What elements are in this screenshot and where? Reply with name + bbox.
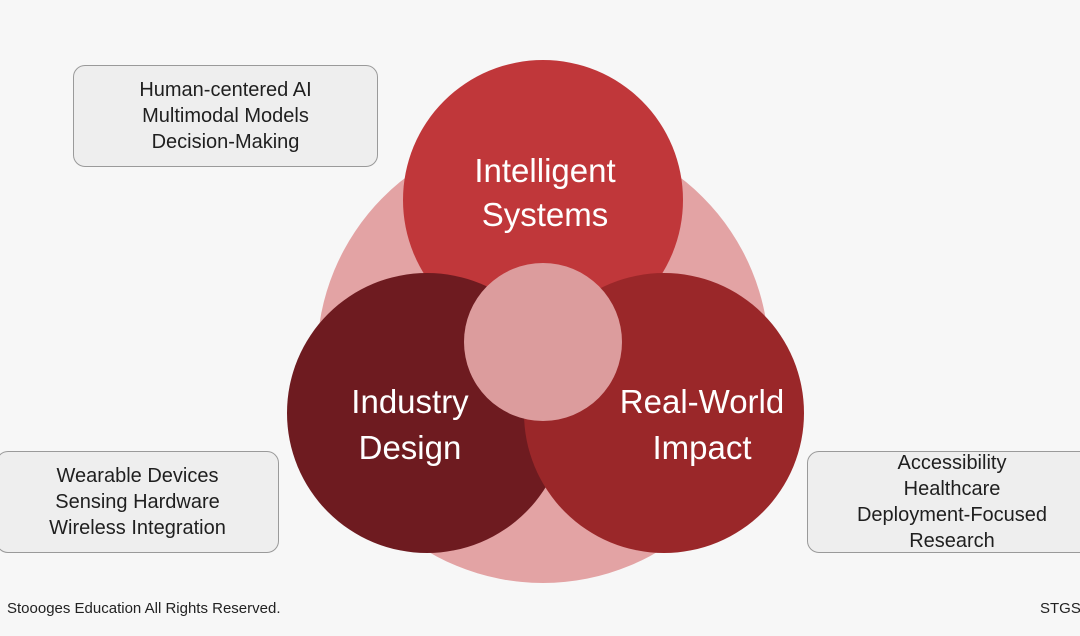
callout-item: Healthcare xyxy=(903,478,1001,500)
footer-copyright: Stoooges Education All Rights Reserved. xyxy=(7,600,281,617)
center-circle xyxy=(464,263,622,421)
label-intelligent-line1: Intelligent xyxy=(474,152,615,189)
callout-item: Deployment-Focused xyxy=(856,504,1048,526)
callout-intelligent-systems: Human-centered AI Multimodal Models Deci… xyxy=(73,65,378,167)
label-industry-line2: Design xyxy=(359,429,462,466)
footer-logo-text: STGS xyxy=(1040,600,1080,617)
callout-item: Wearable Devices xyxy=(56,465,219,487)
callout-industry-design: Wearable Devices Sensing Hardware Wirele… xyxy=(0,451,279,553)
label-realworld-line1: Real-World xyxy=(620,383,784,420)
callout-item: Multimodal Models xyxy=(142,105,309,127)
label-intelligent-line2: Systems xyxy=(482,196,609,233)
callout-item: Wireless Integration xyxy=(49,517,226,539)
callout-item: Research xyxy=(909,530,995,552)
callout-item: Sensing Hardware xyxy=(55,491,220,513)
callout-real-world-impact: Accessibility Healthcare Deployment-Focu… xyxy=(807,451,1080,553)
label-realworld-line2: Impact xyxy=(652,429,751,466)
circle-intelligent-systems xyxy=(403,60,683,340)
label-industry-line1: Industry xyxy=(351,383,469,420)
callout-item: Decision-Making xyxy=(151,131,300,153)
callout-item: Human-centered AI xyxy=(139,79,312,101)
callout-item: Accessibility xyxy=(897,452,1007,474)
